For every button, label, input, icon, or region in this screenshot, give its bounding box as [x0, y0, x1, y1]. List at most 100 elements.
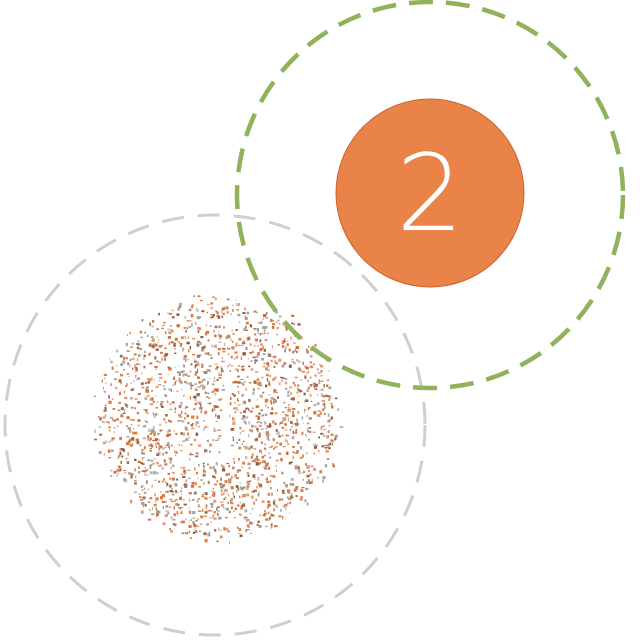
- speckle-dot: [218, 377, 222, 379]
- speckle-dot: [119, 468, 122, 472]
- speckle-dot: [156, 401, 159, 403]
- speckle-dot: [283, 362, 287, 365]
- speckle-dot: [128, 375, 130, 377]
- speckle-dot: [233, 495, 235, 499]
- speckle-dot: [259, 348, 261, 352]
- speckle-dot: [262, 353, 266, 356]
- speckle-dot: [264, 454, 266, 457]
- speckle-dot: [304, 410, 306, 414]
- speckle-dot: [322, 395, 325, 398]
- speckle-dot: [127, 334, 128, 336]
- speckle-dot: [148, 343, 151, 347]
- speckle-dot: [337, 408, 339, 411]
- speckle-dot: [243, 307, 247, 311]
- speckle-dot: [133, 431, 138, 435]
- speckle-dot: [174, 482, 177, 487]
- speckle-dot: [218, 331, 220, 333]
- speckle-dot: [141, 463, 145, 465]
- speckle-dot: [238, 446, 242, 450]
- speckle-dot: [247, 494, 249, 497]
- speckle-dot: [120, 448, 124, 451]
- speckle-dot: [119, 354, 123, 358]
- speckle-dot: [297, 401, 300, 404]
- speckle-dot: [126, 436, 130, 438]
- speckle-dot: [117, 409, 121, 412]
- speckle-dot: [239, 344, 243, 346]
- speckle-dot: [243, 516, 247, 520]
- speckle-dot: [258, 435, 261, 438]
- speckle-dot: [177, 513, 179, 516]
- speckle-dot: [216, 311, 219, 315]
- speckle-dot: [284, 424, 287, 426]
- speckle-dot: [268, 447, 272, 449]
- speckle-dot: [288, 462, 292, 465]
- speckle-dot: [113, 431, 115, 433]
- speckle-dot: [171, 316, 175, 319]
- speckle-dot: [291, 322, 294, 325]
- speckle-dot: [220, 371, 222, 375]
- speckle-dot: [116, 364, 118, 367]
- speckle-dot: [306, 474, 310, 478]
- speckle-dot: [203, 532, 207, 536]
- speckle-dot: [309, 431, 312, 433]
- speckle-dot: [314, 374, 317, 377]
- speckle-dot: [240, 487, 244, 491]
- speckle-dot: [211, 390, 215, 393]
- speckle-dot: [223, 326, 226, 329]
- speckle-dot: [266, 425, 270, 428]
- speckle-dot: [207, 380, 209, 384]
- speckle-dot: [281, 345, 285, 348]
- speckle-dot: [222, 384, 225, 387]
- speckle-dot: [261, 441, 263, 444]
- speckle-dot: [259, 421, 263, 424]
- speckle-dot: [308, 407, 311, 409]
- speckle-dot: [291, 314, 295, 317]
- speckle-dot: [197, 425, 201, 428]
- speckle-dot: [217, 399, 221, 401]
- speckle-dot: [159, 464, 162, 467]
- speckle-dot: [220, 477, 222, 481]
- speckle-dot: [142, 496, 146, 500]
- speckle-dot: [205, 332, 208, 336]
- speckle-dot: [145, 389, 149, 392]
- speckle-dot: [149, 438, 151, 441]
- speckle-dot: [179, 420, 182, 422]
- speckle-dot: [149, 362, 153, 365]
- speckle-dot: [103, 374, 108, 376]
- speckle-dot: [149, 449, 152, 452]
- speckle-dot: [174, 450, 176, 452]
- speckle-dot: [228, 481, 232, 484]
- speckle-dot: [237, 404, 241, 406]
- speckle-dot: [221, 504, 224, 507]
- speckle-dot: [163, 459, 166, 463]
- speckle-dot: [255, 415, 258, 418]
- speckle-dot: [300, 379, 302, 382]
- speckle-dot: [299, 456, 303, 459]
- speckle-dot: [118, 454, 120, 458]
- speckle-dot: [309, 393, 312, 398]
- speckle-dot: [228, 363, 231, 365]
- speckle-dot: [187, 375, 191, 377]
- speckle-dot: [189, 498, 191, 502]
- speckle-dot: [136, 441, 140, 445]
- speckle-dot: [98, 426, 101, 428]
- speckle-dot: [264, 421, 266, 425]
- speckle-dot: [157, 510, 161, 514]
- speckle-dot: [294, 467, 298, 470]
- speckle-dot: [321, 399, 325, 402]
- speckle-dot: [235, 343, 237, 348]
- speckle-dot: [318, 382, 321, 384]
- speckle-dot: [268, 452, 270, 454]
- speckle-dot: [153, 343, 156, 346]
- speckle-dot: [166, 482, 169, 486]
- speckle-dot: [292, 446, 295, 448]
- speckle-dot: [281, 516, 284, 518]
- speckle-dot: [275, 321, 279, 323]
- speckle-dot: [284, 503, 288, 507]
- speckle-dot: [186, 327, 188, 330]
- speckle-dot: [243, 352, 246, 354]
- speckle-dot: [271, 407, 273, 411]
- speckle-dot: [242, 503, 245, 507]
- speckle-dot: [334, 437, 337, 441]
- speckle-dot: [245, 422, 247, 425]
